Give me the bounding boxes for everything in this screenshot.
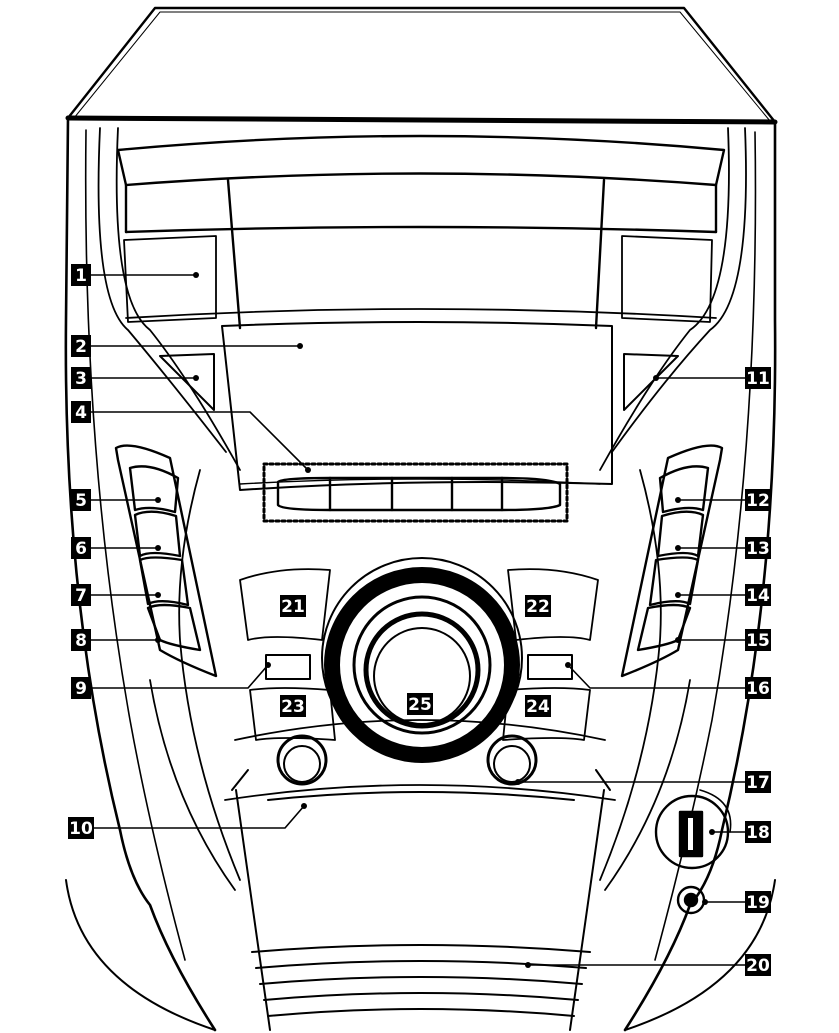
callout-5: 5 [71,489,91,511]
left-button-column [114,444,218,678]
callout-label: 13 [746,539,770,559]
usb-port[interactable] [654,789,732,870]
callout-label: 17 [746,773,770,793]
callout-2: 2 [71,335,91,357]
callout-18: 18 [745,821,771,843]
knob-left[interactable] [276,734,328,786]
callout-4: 4 [71,401,91,423]
callout-22: 22 [525,595,551,617]
lower-panel [231,769,611,1031]
cd-button-4[interactable] [450,476,504,512]
callout-label: 14 [746,586,770,606]
cd-button-5[interactable] [500,476,562,512]
callout-label: 21 [281,597,305,617]
headphone-jack[interactable] [676,885,706,915]
callout-19: 19 [745,891,771,913]
callout-7: 7 [71,584,91,606]
cd-button-3[interactable] [390,476,454,512]
knob-right[interactable] [486,734,538,786]
callout-1: 1 [71,264,91,286]
leader-lines [90,274,748,966]
leader-dots [155,272,715,968]
right-button-column [620,444,724,678]
callout-24: 24 [525,695,551,717]
side-swoops [97,127,747,891]
cd-tray-bezel [116,134,726,330]
callout-label: 15 [746,631,770,651]
callout-label: 23 [281,697,305,717]
callout-10: 10 [68,817,94,839]
button-13[interactable] [656,510,705,558]
button-row [262,462,569,523]
callout-15: 15 [745,629,771,651]
callout-12: 12 [745,489,771,511]
center-control-area [224,568,616,801]
cd-button-2[interactable] [328,476,394,512]
callout-20: 20 [745,954,771,976]
button-7[interactable] [138,556,190,607]
callout-label: 1 [75,266,87,286]
button-6[interactable] [133,510,182,558]
callout-label: 20 [746,956,770,976]
button-8[interactable] [146,603,202,652]
callout-16: 16 [745,677,771,699]
callout-6: 6 [71,537,91,559]
callout-label: 9 [75,679,87,699]
callout-label: 18 [746,823,770,843]
callout-label: 22 [526,597,550,617]
button-16[interactable] [527,654,573,680]
callout-14: 14 [745,584,771,606]
callout-label: 5 [75,491,87,511]
callout-label: 7 [75,586,87,606]
button-14[interactable] [648,556,700,607]
callout-11: 11 [745,367,771,389]
callout-label: 6 [75,539,87,559]
callout-label: 4 [75,403,87,423]
cd-button-1[interactable] [276,476,332,512]
cabinet [64,6,778,1032]
callout-label: 8 [75,631,87,651]
callout-label: 2 [75,337,87,357]
callout-8: 8 [71,629,91,651]
callout-label: 16 [746,679,770,699]
callout-17: 17 [745,771,771,793]
callout-3: 3 [71,367,91,389]
button-9[interactable] [265,654,311,680]
callout-label: 24 [526,697,550,717]
open-close-button-right[interactable] [623,353,679,411]
button-12[interactable] [658,465,710,514]
callout-23: 23 [280,695,306,717]
callout-label: 12 [746,491,770,511]
button-5[interactable] [128,465,180,514]
open-close-button-left[interactable] [159,353,215,411]
callout-9: 9 [71,677,91,699]
callout-label: 11 [746,369,770,389]
callout-21: 21 [280,595,306,617]
callout-label: 19 [746,893,770,913]
callout-label: 25 [408,695,432,715]
callout-label: 10 [69,819,93,839]
button-15[interactable] [636,603,692,652]
callout-13: 13 [745,537,771,559]
callout-label: 3 [75,369,87,389]
volume-knob[interactable] [321,557,523,763]
callout-25: 25 [407,693,433,715]
